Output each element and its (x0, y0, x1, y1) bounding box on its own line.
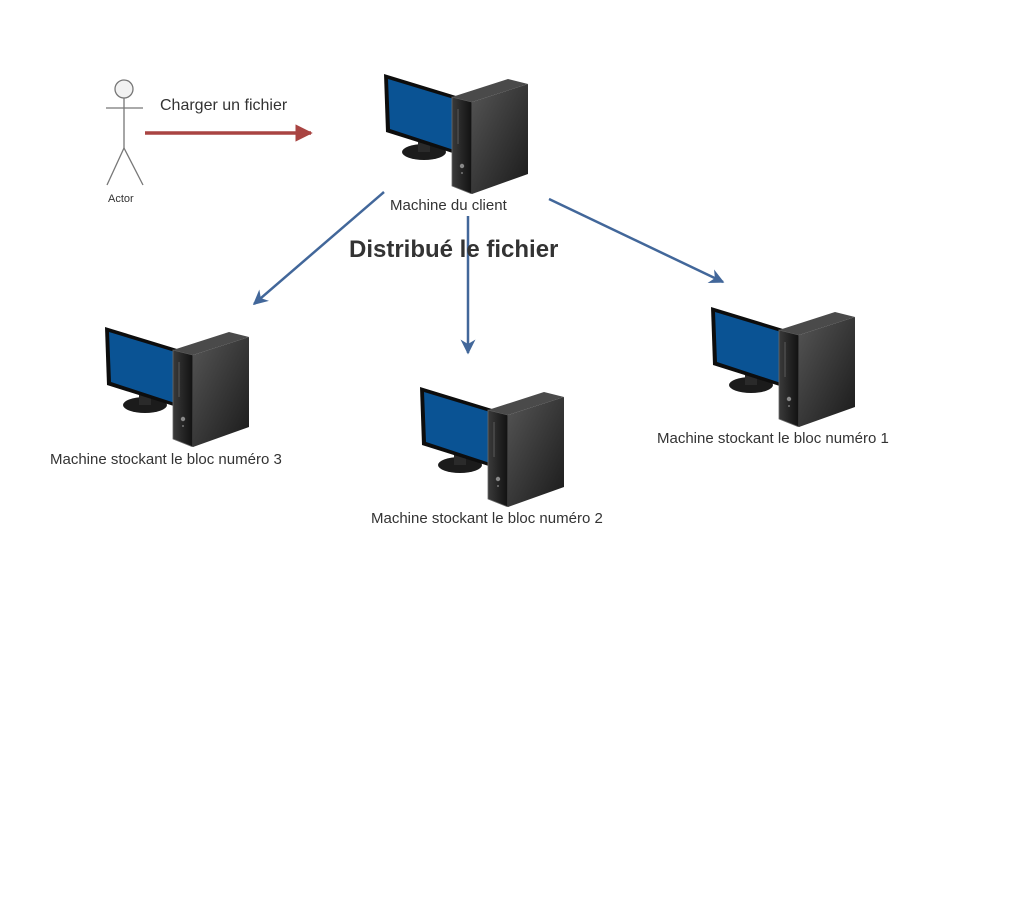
computer-icon-bloc1[interactable] (711, 307, 856, 427)
computer-icon-bloc2[interactable] (420, 387, 565, 507)
actor-head (114, 79, 134, 99)
distribute-arrow-bloc3[interactable] (252, 191, 385, 305)
node-label-bloc2: Machine stockant le bloc numéro 2 (371, 510, 603, 527)
distribute-edge-label: Distribué le fichier (349, 236, 559, 263)
node-label-client: Machine du client (390, 197, 507, 214)
node-label-bloc1: Machine stockant le bloc numéro 1 (657, 430, 889, 447)
upload-edge-label: Charger un fichier (160, 97, 288, 114)
actor-leg-left (106, 147, 125, 186)
computer-icon-bloc3[interactable] (105, 327, 250, 447)
actor-label: Actor (108, 193, 134, 205)
actor-leg-right (123, 147, 144, 186)
node-label-bloc3: Machine stockant le bloc numéro 3 (50, 451, 282, 468)
computer-icon-client[interactable] (384, 74, 529, 194)
distribute-arrow-bloc1[interactable] (548, 197, 725, 284)
actor-figure[interactable] (106, 79, 144, 186)
